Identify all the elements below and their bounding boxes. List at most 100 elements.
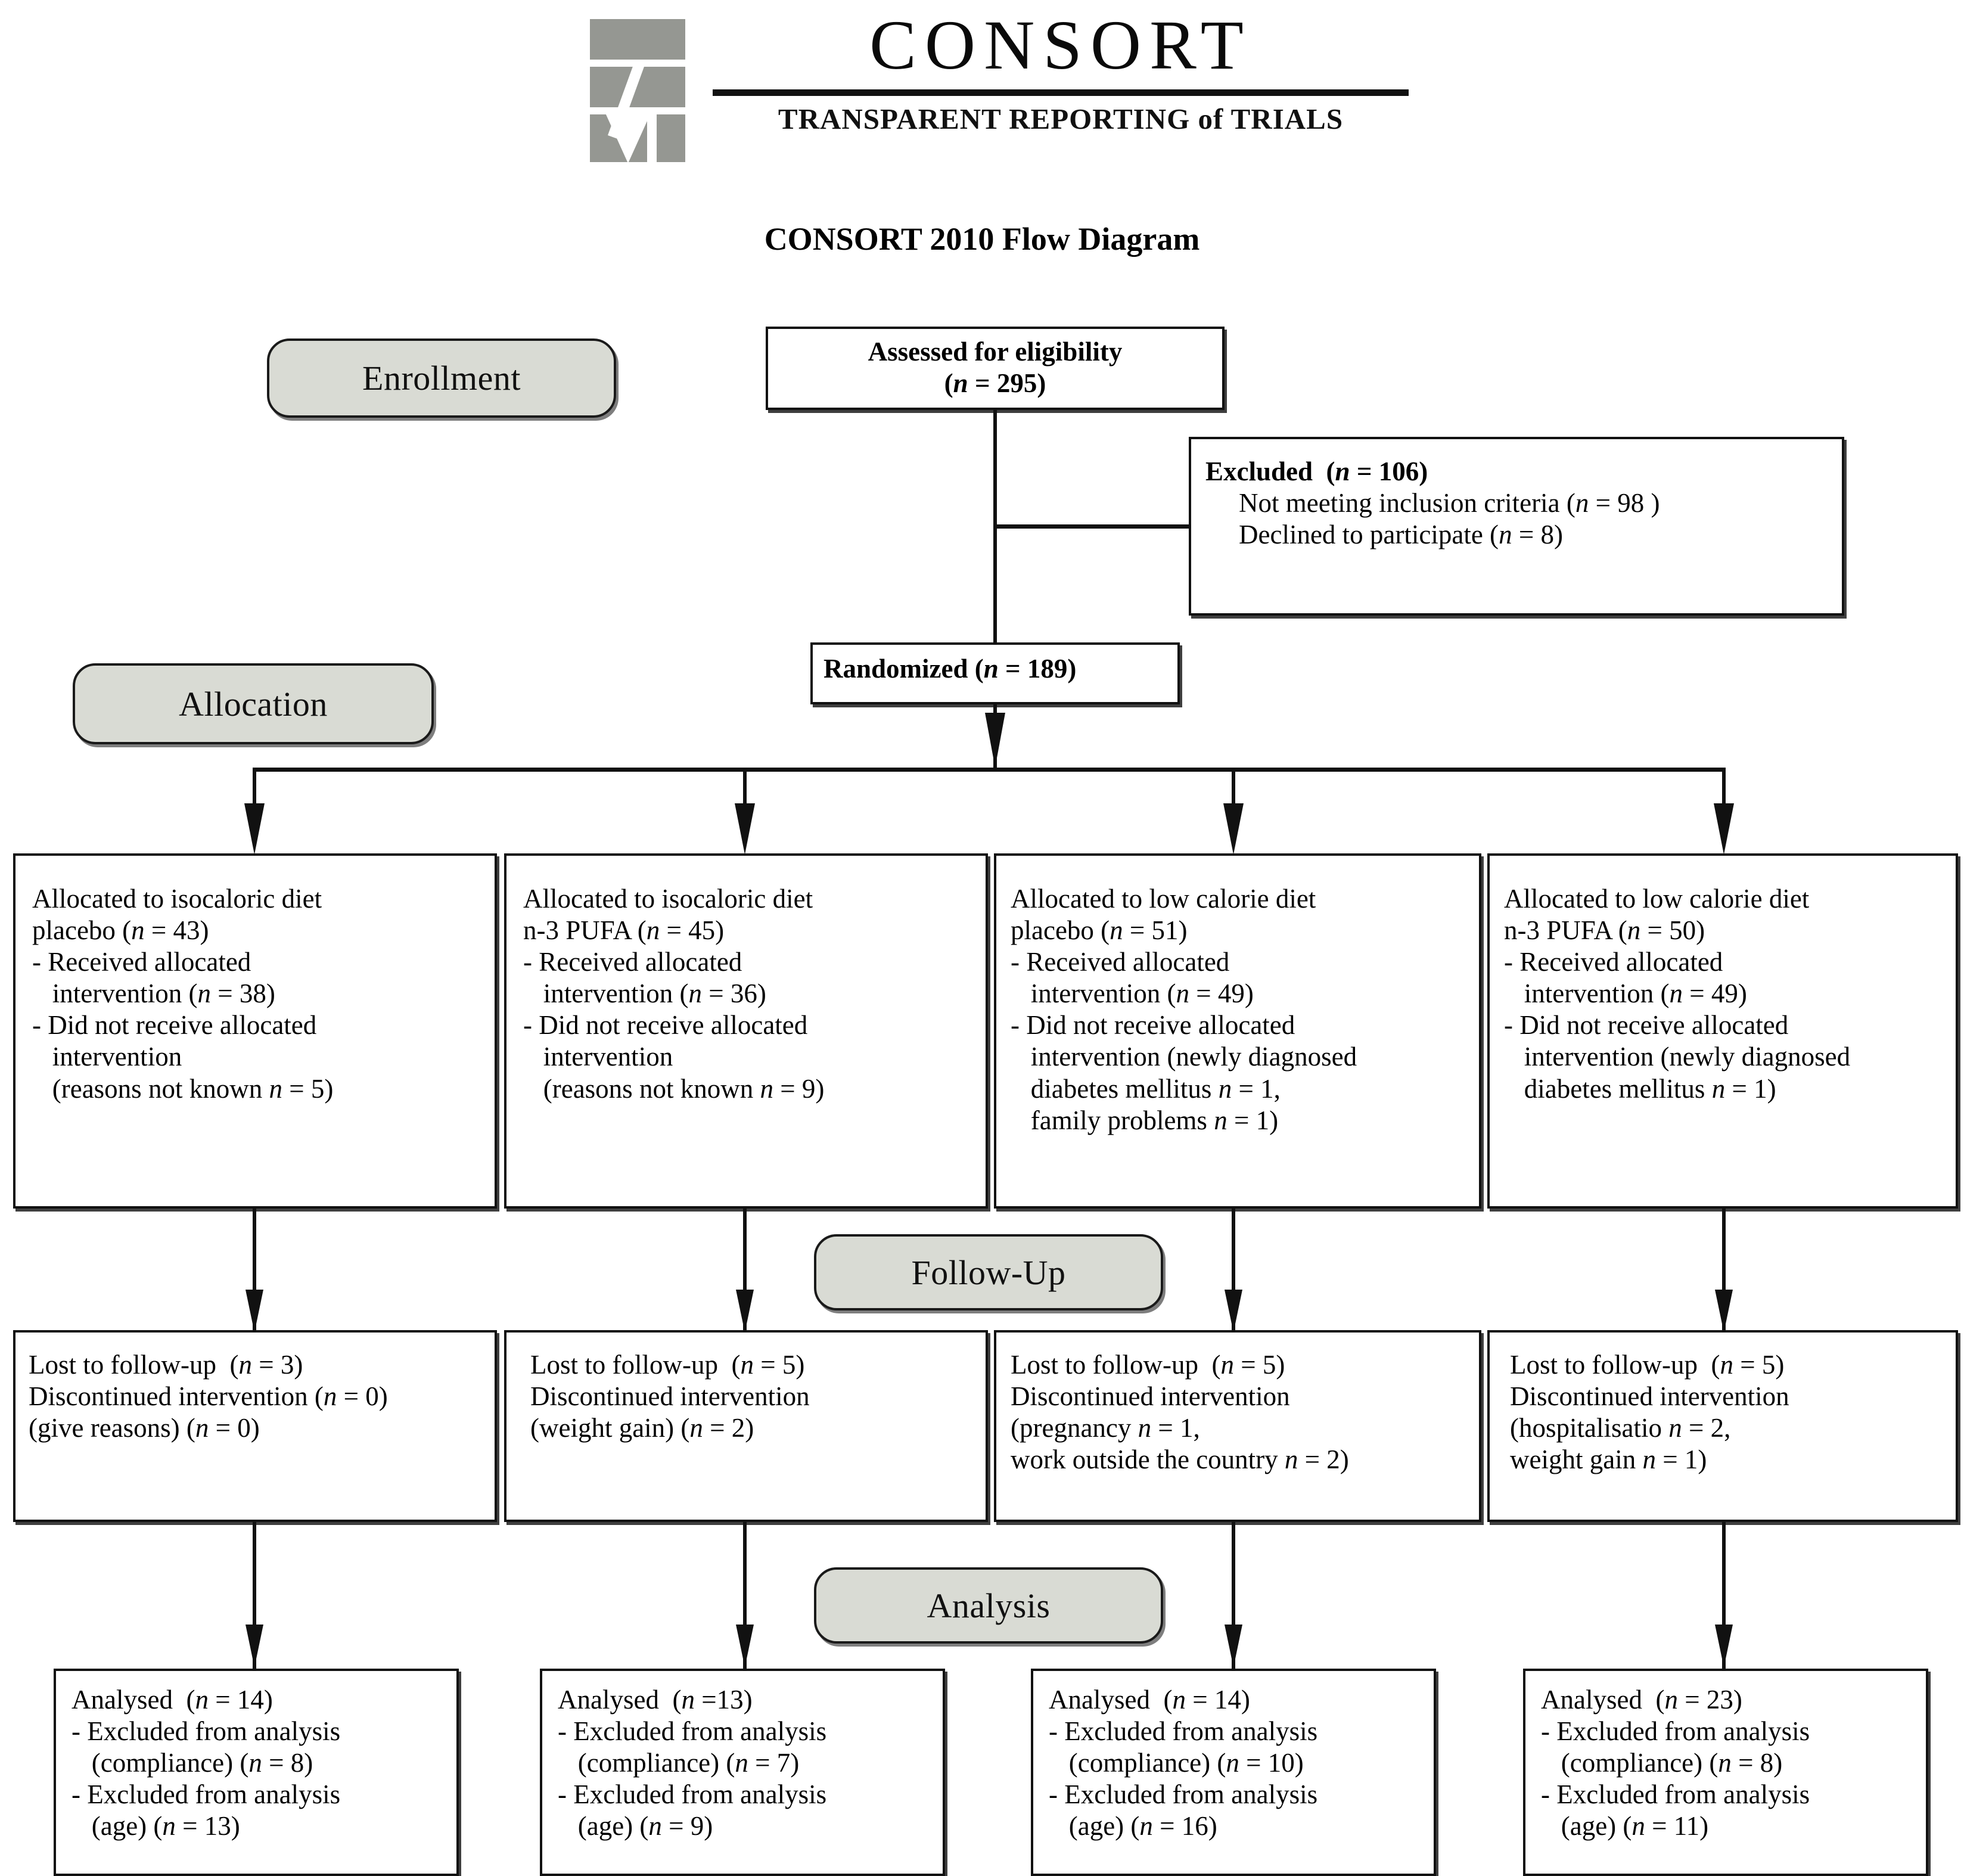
analysis-3-line-5: (age) (n = 16) [1049,1811,1217,1841]
alloc-1-line-7: (reasons not known n = 5) [32,1073,334,1104]
connector-follow-1-to-analysis-1 [253,1522,256,1670]
arrow-alloc-1-icon [244,803,265,855]
box-analysis-group-1: Analysed (n = 14) - Excluded from analys… [54,1669,459,1876]
arrow-follow-2-icon [736,1290,754,1333]
alloc-2-line-7: (reasons not known n = 9) [523,1073,825,1104]
follow-2-line-1: Lost to follow-up (n = 5) [530,1350,805,1380]
alloc-1-line-4: intervention (n = 38) [32,979,275,1009]
alloc-3-line-8: family problems n = 1) [1011,1105,1279,1135]
box-analysis-group-4: Analysed (n = 23) - Excluded from analys… [1523,1669,1928,1876]
consort-logo-text: CONSORT TRANSPARENT REPORTING of TRIALS [709,8,1412,136]
alloc-1-line-5: - Did not receive allocated [32,1010,317,1041]
connector-follow-2-to-analysis-2 [743,1522,747,1670]
connector-alloc-4-to-follow-4 [1722,1209,1726,1335]
box-randomized: Randomized (n = 189) [810,642,1180,704]
alloc-4-line-6: intervention (newly diagnosed [1504,1042,1851,1072]
connector-follow-4-to-analysis-4 [1722,1522,1726,1670]
assessed-line-2: (n = 295) [944,368,1046,399]
analysis-1-line-4: - Excluded from analysis [72,1779,341,1810]
alloc-1-line-6: intervention [32,1042,182,1072]
analysis-2-line-5: (age) (n = 9) [558,1811,713,1841]
analysis-3-line-1: Analysed (n = 14) [1049,1685,1250,1715]
alloc-2-line-3: - Received allocated [523,947,742,977]
box-allocation-group-3: Allocated to low calorie diet placebo (n… [994,853,1481,1209]
alloc-4-line-4: intervention (n = 49) [1504,979,1747,1009]
logo-divider [713,89,1409,96]
follow-1-line-3: (give reasons) (n = 0) [29,1413,260,1443]
arrow-alloc-2-icon [735,803,755,855]
analysis-3-line-4: - Excluded from analysis [1049,1779,1318,1810]
excluded-line-2: Not meeting inclusion criteria (n = 98 ) [1239,488,1660,518]
alloc-2-line-2: n-3 PUFA (n = 45) [523,915,725,946]
alloc-3-line-3: - Received allocated [1011,947,1230,977]
alloc-4-line-3: - Received allocated [1504,947,1723,977]
arrow-randomized-down-icon [985,713,1005,768]
excluded-line-3: Declined to participate (n = 8) [1239,520,1563,550]
follow-3-line-4: work outside the country n = 2) [1011,1445,1349,1475]
box-followup-group-2: Lost to follow-up (n = 5) Discontinued i… [504,1330,988,1522]
connector-alloc-1-to-follow-1 [253,1209,256,1335]
box-followup-group-1: Lost to follow-up (n = 3) Discontinued i… [13,1330,497,1522]
follow-3-line-1: Lost to follow-up (n = 5) [1011,1350,1285,1380]
randomized-line-1: Randomized (n = 189) [823,654,1077,684]
alloc-4-line-1: Allocated to low calorie diet [1504,884,1810,914]
connector-drop-alloc-1 [253,768,256,827]
analysis-1-line-5: (age) (n = 13) [72,1811,240,1841]
phase-label-enrollment: Enrollment [267,338,616,418]
arrow-follow-4-icon [1715,1290,1733,1333]
phase-label-followup: Follow-Up [814,1234,1163,1310]
phase-label-allocation: Allocation [73,663,434,744]
connector-alloc-3-to-follow-3 [1232,1209,1235,1335]
alloc-2-line-5: - Did not receive allocated [523,1010,808,1041]
consort-logo-mark-icon [590,19,685,163]
box-followup-group-3: Lost to follow-up (n = 5) Discontinued i… [994,1330,1481,1522]
analysis-2-line-3: (compliance) (n = 7) [558,1748,800,1778]
alloc-3-line-4: intervention (n = 49) [1011,979,1254,1009]
follow-4-line-1: Lost to follow-up (n = 5) [1510,1350,1785,1380]
follow-2-line-3: (weight gain) (n = 2) [530,1413,754,1443]
phase-label-analysis: Analysis [814,1567,1163,1644]
arrow-analysis-2-icon [736,1625,754,1667]
follow-4-line-2: Discontinued intervention [1510,1381,1789,1412]
alloc-3-line-5: - Did not receive allocated [1011,1010,1295,1041]
connector-drop-alloc-4 [1722,768,1726,827]
alloc-2-line-1: Allocated to isocaloric diet [523,884,813,914]
analysis-4-line-4: - Excluded from analysis [1541,1779,1810,1810]
follow-2-line-2: Discontinued intervention [530,1381,810,1412]
analysis-1-line-3: (compliance) (n = 8) [72,1748,313,1778]
alloc-4-line-7: diabetes mellitus n = 1) [1504,1073,1776,1104]
alloc-3-line-2: placebo (n = 51) [1011,915,1188,946]
consort-wordmark: CONSORT [869,6,1252,84]
consort-tagline: TRANSPARENT REPORTING of TRIALS [778,102,1344,135]
follow-3-line-2: Discontinued intervention [1011,1381,1290,1412]
alloc-1-line-1: Allocated to isocaloric diet [32,884,322,914]
analysis-4-line-5: (age) (n = 11) [1541,1811,1709,1841]
alloc-4-line-2: n-3 PUFA (n = 50) [1504,915,1705,946]
connector-drop-alloc-2 [743,768,747,827]
follow-4-line-3: (hospitalisatio n = 2, [1510,1413,1731,1443]
box-excluded: Excluded (n = 106) Not meeting inclusion… [1189,437,1844,616]
box-followup-group-4: Lost to follow-up (n = 5) Discontinued i… [1487,1330,1958,1522]
consort-logo: CONSORT TRANSPARENT REPORTING of TRIALS [590,8,1412,169]
follow-3-line-3: (pregnancy n = 1, [1011,1413,1200,1443]
alloc-3-line-1: Allocated to low calorie diet [1011,884,1316,914]
alloc-4-line-5: - Did not receive allocated [1504,1010,1789,1041]
arrow-alloc-3-icon [1223,803,1244,855]
box-allocation-group-4: Allocated to low calorie diet n-3 PUFA (… [1487,853,1958,1209]
follow-1-line-2: Discontinued intervention (n = 0) [29,1381,388,1412]
analysis-2-line-2: - Excluded from analysis [558,1716,827,1747]
alloc-3-line-7: diabetes mellitus n = 1, [1011,1073,1281,1104]
analysis-1-line-2: - Excluded from analysis [72,1716,341,1747]
arrow-analysis-4-icon [1715,1625,1733,1667]
excluded-line-1: Excluded (n = 106) [1205,456,1428,486]
box-allocation-group-2: Allocated to isocaloric diet n-3 PUFA (n… [504,853,988,1209]
arrow-alloc-4-icon [1714,803,1734,855]
arrow-follow-3-icon [1225,1290,1242,1333]
arrow-follow-1-icon [246,1290,263,1333]
alloc-1-line-3: - Received allocated [32,947,251,977]
assessed-line-1: Assessed for eligibility [868,337,1123,366]
analysis-2-line-1: Analysed (n =13) [558,1685,753,1715]
follow-1-line-1: Lost to follow-up (n = 3) [29,1350,303,1380]
analysis-4-line-1: Analysed (n = 23) [1541,1685,1742,1715]
